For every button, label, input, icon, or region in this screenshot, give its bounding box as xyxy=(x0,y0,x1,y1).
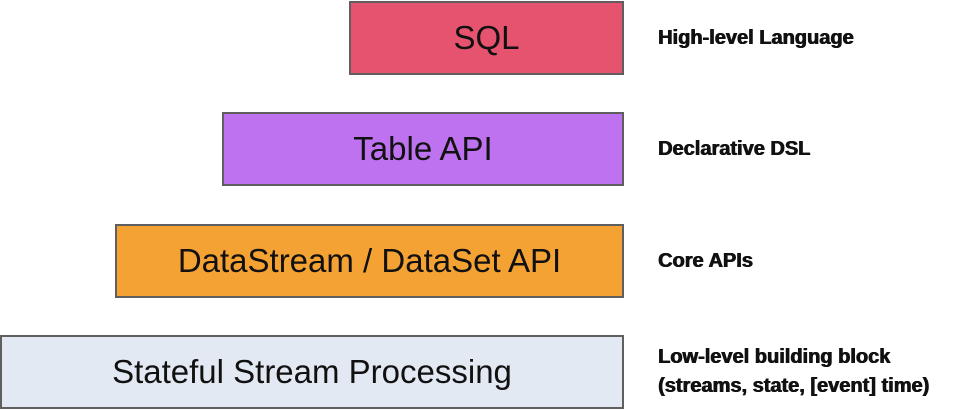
layer-label-sql: SQL xyxy=(453,19,520,56)
layer-description-datastream-api: Core APIs xyxy=(658,247,753,276)
layer-description-stateful-stream-processing: Low-level building block (streams, state… xyxy=(658,343,929,401)
layer-description-line: Low-level building block xyxy=(658,346,891,368)
layer-description-line: High-level Language xyxy=(658,27,854,49)
layer-box-sql: SQL xyxy=(349,1,624,75)
layer-box-datastream-api: DataStream / DataSet API xyxy=(115,224,624,298)
layer-description-table-api: Declarative DSL xyxy=(658,135,810,164)
layer-description-sql: High-level Language xyxy=(658,24,854,53)
layer-box-table-api: Table API xyxy=(222,112,624,186)
layer-description-line: (streams, state, [event] time) xyxy=(658,375,930,397)
layer-label-stateful-stream-processing: Stateful Stream Processing xyxy=(112,353,512,390)
layer-box-stateful-stream-processing: Stateful Stream Processing xyxy=(0,335,624,409)
layer-description-line: Core APIs xyxy=(658,250,753,272)
layer-label-table-api: Table API xyxy=(353,130,493,167)
layer-label-datastream-api: DataStream / DataSet API xyxy=(177,242,562,279)
layer-description-line: Declarative DSL xyxy=(658,138,811,160)
